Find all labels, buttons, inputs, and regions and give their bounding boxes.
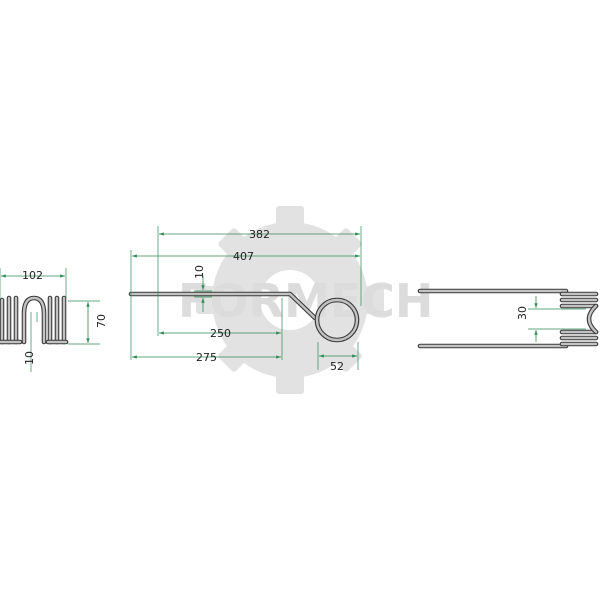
- dim-label-407: 407: [233, 250, 254, 263]
- side-view: 382 407 250 275 10 52: [128, 226, 362, 373]
- end-view-arch: [21, 295, 47, 345]
- dim-label-275: 275: [196, 351, 217, 364]
- dim-label-250: 250: [210, 327, 231, 340]
- watermark-text: FORMECH: [178, 274, 433, 328]
- end-view: 102 70 10: [0, 268, 108, 372]
- end-view-left-coils: [0, 295, 23, 345]
- top-view-coils: [559, 291, 599, 347]
- dim-label-382: 382: [249, 228, 270, 241]
- dim-label-102: 102: [22, 269, 43, 282]
- watermark: FORMECH: [178, 206, 433, 394]
- top-view: 30: [417, 288, 599, 349]
- dim-label-30: 30: [516, 306, 529, 320]
- end-view-right-coils: [45, 295, 69, 345]
- dim-label-10-wire: 10: [23, 351, 36, 365]
- dim-label-70: 70: [95, 314, 108, 328]
- dim-label-52: 52: [330, 360, 344, 373]
- side-view-tine: [128, 291, 360, 343]
- dim-label-10-offset: 10: [193, 265, 206, 279]
- top-view-tines: [417, 288, 569, 349]
